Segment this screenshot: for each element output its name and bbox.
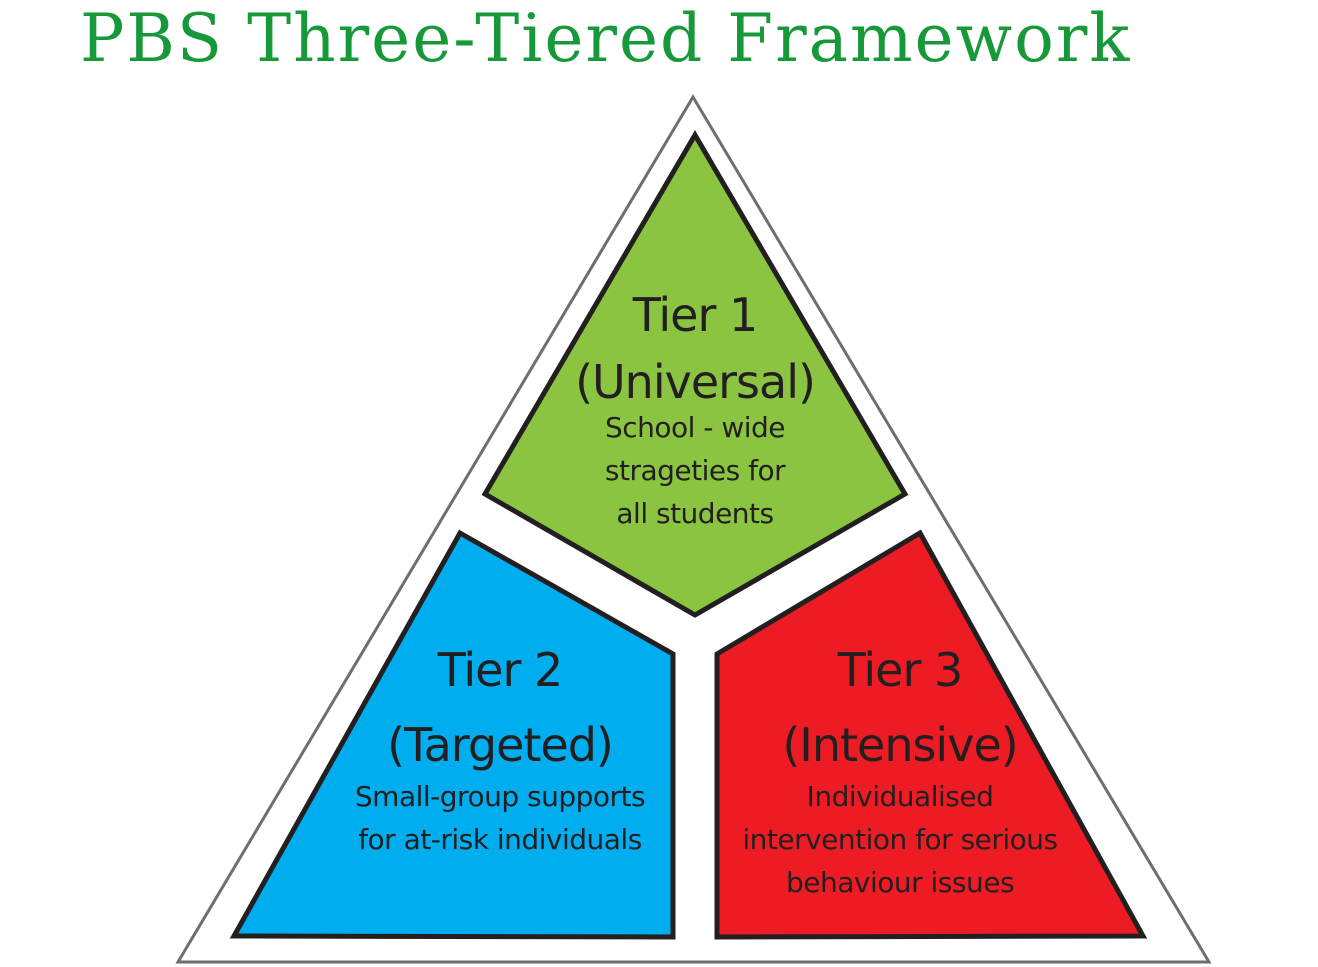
tier1-desc-line3: all students xyxy=(616,497,774,530)
tier2-shape xyxy=(229,529,676,940)
tier3-desc-line2: intervention for serious xyxy=(742,823,1058,856)
tier2-name: Tier 2 xyxy=(437,643,564,697)
tier2-level: (Targeted) xyxy=(387,718,614,772)
tier2-desc-line2: for at-risk individuals xyxy=(358,823,642,856)
tier1-shape xyxy=(481,130,909,618)
tier1-name: Tier 1 xyxy=(632,288,759,342)
tier2-desc-line1: Small-group supports xyxy=(354,780,646,813)
tier3-label: Tier 3 (Intensive) Individualised interv… xyxy=(720,643,1080,904)
tier3-desc-line3: behaviour issues xyxy=(785,866,1015,899)
tier1-level: (Universal) xyxy=(575,355,816,409)
tier3-desc-line1: Individualised xyxy=(806,780,994,813)
tier2-label: Tier 2 (Targeted) Small-group supports f… xyxy=(330,643,670,861)
tier1-label: Tier 1 (Universal) School - wide straget… xyxy=(545,288,845,535)
tier3-name: Tier 3 xyxy=(837,643,964,697)
diagram-title: PBS Three-Tiered Framework xyxy=(80,0,1132,77)
tier3-level: (Intensive) xyxy=(782,718,1018,772)
tier1-desc-line2: strageties for xyxy=(604,454,786,487)
tier3-shape xyxy=(714,529,1148,940)
tier1-desc-line1: School - wide xyxy=(604,411,786,444)
